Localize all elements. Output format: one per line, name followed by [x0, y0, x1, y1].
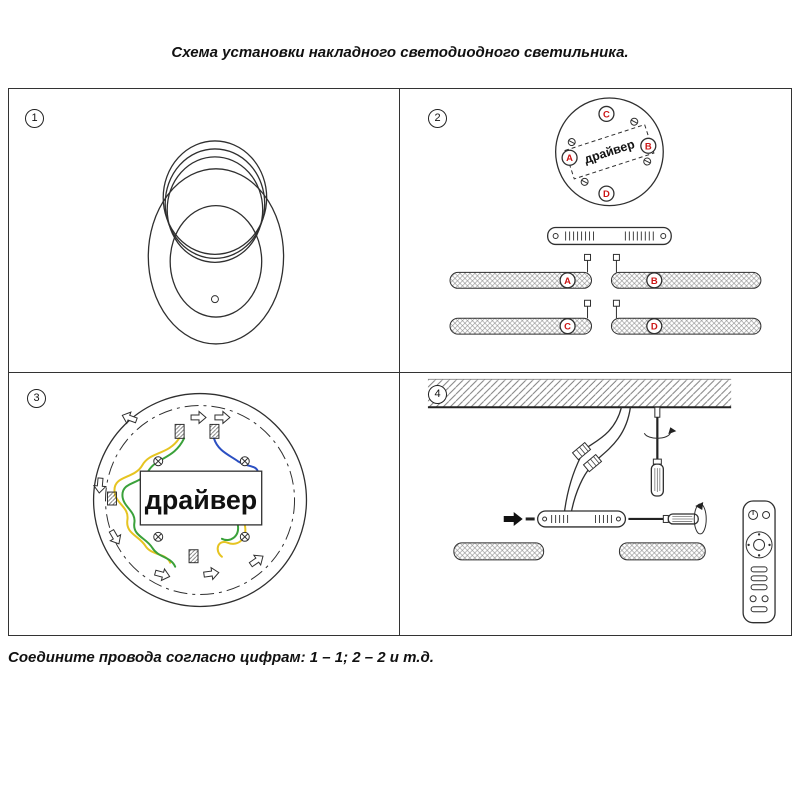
- panel-3-number-badge: 3: [27, 389, 46, 408]
- panel-3-driver-wiring: 3: [9, 373, 400, 635]
- panel-4-number-badge: 4: [428, 385, 447, 404]
- port-letter-a: A: [566, 153, 573, 164]
- strip-marker-c: [559, 318, 576, 335]
- ceiling-hatch: [427, 378, 732, 409]
- strip-marker-a: [559, 272, 576, 289]
- port-marker-c: [598, 105, 615, 123]
- screwdriver-horizontal-icon: [628, 502, 707, 535]
- strip-marker-b: [646, 272, 663, 289]
- strip-letter-a: A: [564, 276, 571, 287]
- remote-bar-button-2: [750, 575, 768, 582]
- instruction-footer: Соедините провода согласно цифрам: 1 – 1…: [8, 649, 434, 666]
- fixing-screws: [153, 456, 250, 542]
- port-marker-a: [561, 149, 578, 166]
- wire-green-2: [220, 523, 240, 541]
- strip-connector-stubs: [587, 260, 617, 319]
- panel-1-number-badge: 1: [25, 109, 44, 128]
- base-port-markers: A B C D: [561, 105, 657, 202]
- led-strip-b: [610, 271, 762, 289]
- remote-ring-pad: [745, 531, 773, 559]
- strip-letter-d: D: [651, 322, 658, 333]
- wire-yellow: [113, 437, 181, 564]
- mounting-bracket: [547, 226, 672, 246]
- led-strip-a: [449, 271, 593, 289]
- strip-letter-b: B: [651, 276, 658, 287]
- lamp-body-inner-ring: [169, 204, 263, 318]
- port-letter-b: B: [645, 141, 652, 152]
- screw-insert-arrow: [503, 511, 535, 526]
- wire-terminal-blocks: [571, 441, 603, 473]
- wiring: [113, 437, 259, 568]
- panel-2-drawing: драйвер A B C D: [449, 97, 762, 335]
- port-marker-b: [640, 137, 657, 154]
- port-marker-d: [598, 185, 615, 202]
- remote-bar-button-3: [750, 584, 768, 591]
- lamp-body-outer-ring: [147, 168, 285, 345]
- led-strips: A B C D: [449, 253, 762, 335]
- driver-label-large: драйвер: [145, 485, 257, 515]
- halo-ring-red: [162, 140, 268, 256]
- port-letter-c: C: [603, 109, 610, 120]
- halo-ring-orange: [166, 156, 264, 263]
- halo-ring-green: [164, 148, 266, 260]
- panel-4-drawing: [427, 378, 776, 624]
- direction-arrows: [92, 410, 264, 582]
- led-module-left: [453, 542, 545, 561]
- panel-2-base-and-strips: 2 драйвер: [400, 89, 791, 373]
- remote-bar-button-1: [750, 566, 768, 573]
- strip-marker-d: [646, 318, 663, 335]
- driver-box: [139, 470, 263, 526]
- led-strip-d: [610, 317, 762, 335]
- remote-bar-button-4: [750, 606, 768, 613]
- wire-green: [121, 437, 186, 568]
- remote-control: [742, 500, 776, 624]
- port-letter-d: D: [603, 189, 610, 200]
- wire-connectors: [106, 423, 220, 564]
- strip-letter-c: C: [564, 322, 571, 333]
- page-title: Схема установки накладного светодиодного…: [171, 44, 629, 61]
- mount-hole: [210, 295, 219, 304]
- screwdriver-vertical-icon: [643, 406, 677, 497]
- panel-1-lamp-rings: 1: [9, 89, 400, 373]
- gasket-dashed-circle: [105, 405, 296, 596]
- fixture-bracket: [536, 510, 627, 528]
- led-strip-c: [449, 317, 593, 335]
- diagram-grid: 1 2: [8, 88, 792, 636]
- panel-4-ceiling-mounting: 4: [400, 373, 791, 635]
- led-module-right: [618, 542, 706, 561]
- panel-3-drawing: драйвер: [92, 392, 308, 608]
- driver-box-group: драйвер: [564, 117, 655, 186]
- panel-1-drawing: [147, 140, 285, 345]
- wire-blue: [212, 437, 259, 473]
- driver-screws: [567, 117, 652, 186]
- panel-2-number-badge: 2: [428, 109, 447, 128]
